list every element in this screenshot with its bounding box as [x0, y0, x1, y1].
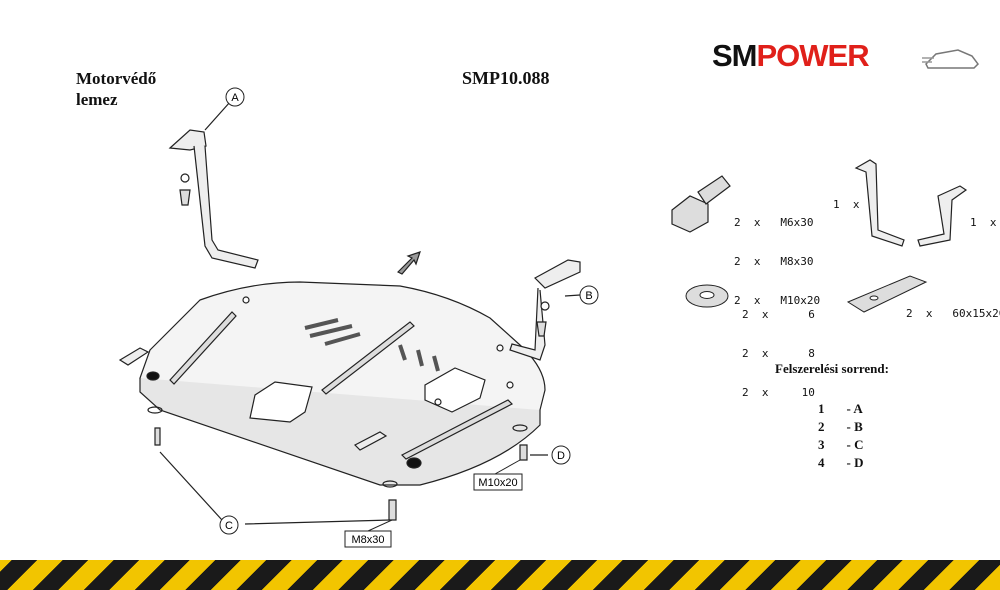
title-line1: Motorvédő	[76, 69, 157, 88]
bolt-m6x30: 2 x M6x30	[734, 216, 814, 229]
washer-list: 2 x 6 2 x 8 2 x 10	[742, 282, 815, 412]
bolt-icon	[671, 175, 731, 233]
page-title: Motorvédő lemez	[76, 68, 156, 110]
product-code: SMP10.088	[462, 68, 550, 88]
bracket-b	[534, 259, 581, 289]
svg-text:D: D	[557, 450, 565, 462]
smpower-logo: SMPOWER	[712, 38, 982, 78]
order-list: 1- A 2- B 3- C 4- D	[818, 400, 863, 472]
callout-b: B	[579, 285, 599, 305]
bracket-count: 1 x	[833, 198, 860, 211]
hazard-stripe-band	[0, 560, 1000, 590]
label-m10x20: M10x20	[473, 473, 523, 491]
svg-text:M8x30: M8x30	[351, 534, 384, 546]
svg-text:A: A	[231, 92, 239, 104]
bolt-m10x20: 2 x M10x20	[734, 294, 821, 307]
bolt-list: 2 x M6x30 2 x M8x30 2 x M10x20	[734, 190, 820, 320]
spacer-plate-icon	[846, 275, 928, 313]
callout-c: C	[219, 515, 239, 535]
svg-text:M10x20: M10x20	[478, 477, 517, 489]
svg-text:B: B	[585, 290, 592, 302]
bolt-m8x30: 2 x M8x30	[734, 255, 814, 268]
washer-10: 2 x 10	[742, 386, 815, 399]
washer-8: 2 x 8	[742, 347, 815, 360]
callout-a: A	[225, 87, 245, 107]
bracket-count-right: 1 x	[970, 216, 997, 229]
bracket-icons	[854, 159, 968, 247]
svg-text:C: C	[225, 520, 233, 532]
plate-spec: 2 x 60x15x20	[906, 307, 1000, 320]
label-m8x30: M8x30	[344, 530, 392, 548]
car-logo-icon	[922, 49, 979, 69]
order-step: 4- D	[818, 455, 864, 470]
washer-icon	[685, 284, 729, 308]
skid-plate-diagram: A B C D M10x20 M8x30	[118, 87, 968, 548]
order-title: Felszerelési sorrend:	[775, 361, 889, 376]
title-line2: lemez	[76, 90, 118, 109]
bracket-a	[168, 129, 207, 151]
washer-6: 2 x 6	[742, 308, 815, 321]
callout-d: D	[551, 445, 571, 465]
order-step: 1- A	[818, 401, 863, 416]
order-step: 2- B	[818, 419, 863, 434]
order-step: 3- C	[818, 437, 864, 452]
